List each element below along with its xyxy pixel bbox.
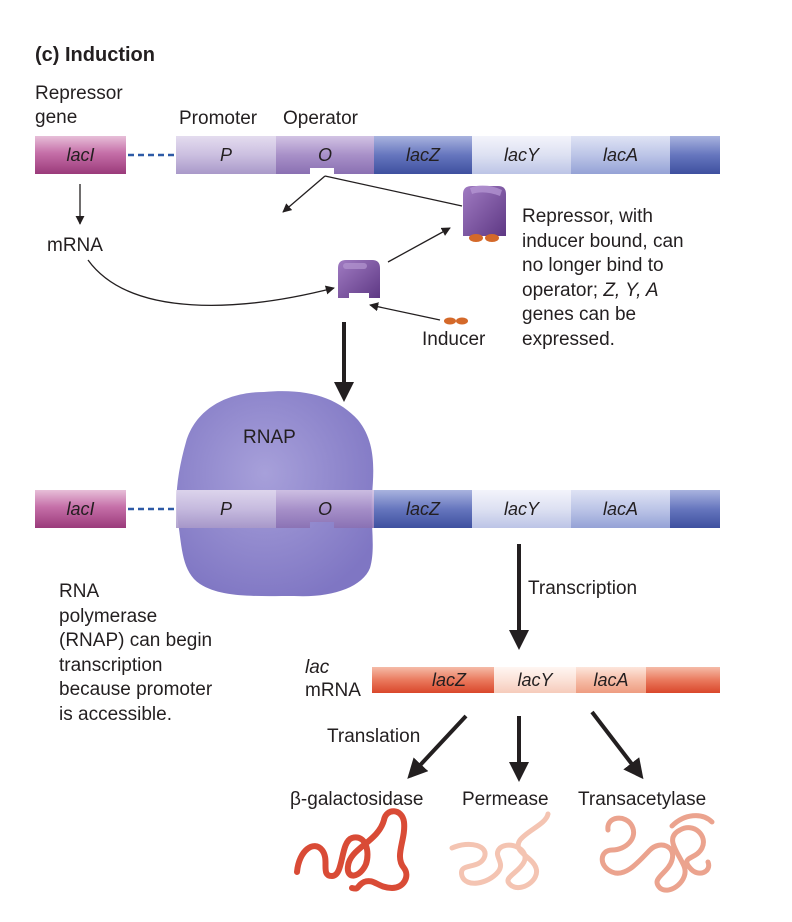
- operator-return-arrow: [282, 175, 326, 213]
- rnap-note-line5: because promoter: [59, 679, 213, 700]
- permease-label: Permease: [462, 789, 549, 810]
- repressor-note: Repressor, with inducer bound, can no lo…: [522, 205, 784, 352]
- repressor-note-line4: operator; Z, Y, A: [522, 279, 784, 304]
- translation-arrow-right: [590, 710, 644, 780]
- promoter-label: Promoter: [179, 108, 258, 129]
- dna-strand-middle: [35, 490, 720, 528]
- operator-to-inducer-complex-line: [324, 175, 463, 207]
- rnap-note-line6: is accessible.: [59, 703, 172, 725]
- lacy-label: lacY: [503, 145, 539, 165]
- laca-label-2: lacA: [602, 499, 638, 519]
- transacetylase-label: Transacetylase: [578, 789, 707, 810]
- repressor-note-line5: genes can be: [522, 304, 637, 325]
- lacz-label-2: lacZ: [405, 499, 440, 519]
- operator-segment-2: [276, 490, 374, 528]
- repressor-gene-label-line2: gene: [35, 107, 78, 128]
- mrna-lacz-label: lacZ: [431, 670, 466, 690]
- dna-end-segment-2: [670, 490, 720, 528]
- laci-label: lacI: [66, 145, 95, 165]
- lac-mrna-strand: [372, 667, 720, 693]
- rnap-label: RNAP: [243, 427, 296, 448]
- laci-segment-2: [35, 490, 126, 528]
- mrna-to-repressor-arrow: [87, 259, 335, 306]
- lacy-label-2: lacY: [503, 499, 539, 519]
- lac-mrna-label-line2: mRNA: [305, 680, 361, 701]
- repressor-note-line3: no longer bind to: [522, 255, 664, 276]
- rnap-note-line1: RNA: [59, 581, 100, 602]
- beta-galactosidase-label: β-galactosidase: [290, 789, 424, 810]
- operator-o-label: O: [317, 145, 332, 165]
- repressor-to-complex-arrow: [387, 227, 451, 263]
- permease-protein: [449, 811, 551, 890]
- lac-mrna-label-line1: lac: [305, 657, 330, 678]
- repressor-inducer-complex: [463, 185, 506, 242]
- transcription-label: Transcription: [528, 578, 638, 599]
- lacz-segment: [374, 136, 472, 174]
- dna-strand-top: [35, 136, 720, 174]
- promoter-segment: [176, 136, 276, 174]
- promoter-segment-2: [176, 490, 276, 528]
- dna-end-segment: [670, 136, 720, 174]
- operator-label: Operator: [283, 108, 358, 129]
- inducer-label: Inducer: [422, 329, 486, 350]
- mrna-left-segment: [372, 667, 494, 693]
- panel-title: (c) Induction: [35, 44, 155, 66]
- operator-o-label-2: O: [317, 499, 332, 519]
- repressor-free: [338, 260, 380, 298]
- repressor-note-line2: inducer bound, can: [522, 230, 684, 252]
- mrna-lacy-segment: [494, 667, 576, 693]
- repressor-note-line4-prefix: operator;: [522, 279, 604, 301]
- translation-arrow-left: [407, 714, 468, 779]
- lacz-segment-2: [374, 490, 472, 528]
- lacz-label: lacZ: [405, 145, 440, 165]
- promoter-p-label: P: [219, 145, 232, 165]
- rnap-note-line3: (RNAP) can begin: [59, 630, 213, 651]
- promoter-p-label-2: P: [219, 499, 232, 519]
- laca-segment: [571, 136, 670, 174]
- repressor-note-line6: expressed.: [522, 328, 615, 350]
- lacy-segment: [472, 136, 571, 174]
- rnap-note: RNA polymerase (RNAP) can begin transcri…: [59, 580, 299, 727]
- inducer-molecules: [444, 317, 468, 325]
- repressor-note-line1: Repressor, with: [522, 206, 653, 227]
- beta-galactosidase-protein: [294, 808, 410, 892]
- repressor-gene-label-line1: Repressor: [35, 83, 123, 104]
- mrna-laca-label: lacA: [593, 670, 629, 690]
- laca-label: lacA: [602, 145, 638, 165]
- lacy-segment-2: [472, 490, 571, 528]
- transacetylase-protein: [599, 813, 715, 893]
- mrna-laca-segment: [576, 667, 646, 693]
- laci-label-2: lacI: [66, 499, 95, 519]
- rnap-note-line4: transcription: [59, 654, 163, 676]
- mrna-label: mRNA: [47, 235, 103, 256]
- laca-segment-2: [571, 490, 670, 528]
- inducer-to-repressor-arrow: [369, 302, 441, 321]
- mrna-lacy-label: lacY: [517, 670, 553, 690]
- translation-label: Translation: [327, 726, 421, 747]
- operator-segment: [276, 136, 374, 174]
- repressor-note-genes: Z, Y, A: [603, 279, 659, 301]
- laci-segment: [35, 136, 126, 174]
- rnap-note-line2: polymerase: [59, 605, 158, 627]
- mrna-right-segment: [646, 667, 720, 693]
